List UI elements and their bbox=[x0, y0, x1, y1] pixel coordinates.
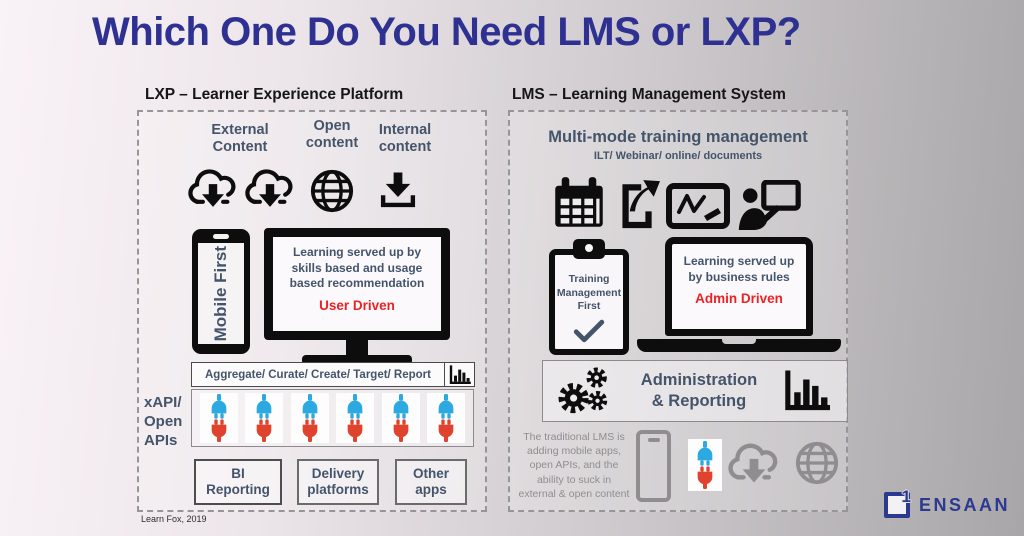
clip-hole bbox=[585, 244, 593, 252]
pipeline-label: Aggregate/ Curate/ Create/ Target/ Repor… bbox=[204, 368, 431, 381]
admin-reporting-label: Administration & Reporting bbox=[640, 371, 758, 410]
presenter-icon bbox=[736, 180, 802, 230]
phone-screen: Mobile First bbox=[198, 243, 244, 344]
api-plug-tile bbox=[336, 393, 375, 443]
mobile-phone-outline-icon bbox=[636, 430, 671, 502]
plug-pair-icon bbox=[249, 394, 279, 442]
api-plug-box bbox=[191, 389, 474, 447]
pipeline-chart-cell bbox=[444, 363, 474, 386]
mobile-first-label: Mobile First bbox=[211, 245, 230, 342]
pipeline-bar: Aggregate/ Curate/ Create/ Target/ Repor… bbox=[191, 362, 475, 387]
monitor-base bbox=[302, 355, 412, 365]
clipboard-graphic: Training Management First bbox=[549, 239, 629, 355]
training-management-label: Training Management First bbox=[556, 273, 622, 313]
monitor-graphic: Learning served up by skills based and u… bbox=[264, 228, 450, 340]
api-plug-tile bbox=[381, 393, 420, 443]
plug-pair-icon bbox=[386, 394, 416, 442]
plug-pair-icon bbox=[431, 394, 461, 442]
calendar-icon bbox=[552, 174, 606, 232]
bar-chart-icon bbox=[448, 364, 472, 386]
monitor-stand bbox=[346, 340, 368, 355]
internal-content-label: Internal content bbox=[378, 122, 432, 155]
api-plug-tile bbox=[199, 393, 238, 443]
plug-pair-icon bbox=[295, 394, 325, 442]
globe-icon bbox=[794, 440, 840, 486]
cloud-download-icon bbox=[243, 167, 297, 213]
external-content-label: External Content bbox=[211, 122, 269, 155]
lxp-screen-text: Learning served up by skills based and u… bbox=[289, 245, 425, 291]
page-title: Which One Do You Need LMS or LXP? bbox=[92, 10, 801, 54]
brand-logo: 1 ENSAAN bbox=[884, 487, 1011, 518]
open-content-label: Open content bbox=[305, 118, 359, 151]
plug-pair-icon bbox=[691, 441, 719, 489]
share-icon bbox=[612, 172, 660, 232]
delivery-platforms-box: Delivery platforms bbox=[297, 459, 379, 505]
laptop-notch bbox=[722, 339, 756, 344]
user-driven-tag: User Driven bbox=[319, 297, 395, 313]
api-plug-tile bbox=[427, 393, 466, 443]
phone-speaker bbox=[647, 438, 660, 442]
plug-pair-icon bbox=[340, 394, 370, 442]
phone-speaker bbox=[213, 234, 229, 239]
cloud-download-icon bbox=[186, 167, 240, 213]
lms-subheading: ILT/ Webinar/ online/ documents bbox=[593, 150, 763, 162]
check-icon bbox=[573, 319, 605, 343]
api-plug-tile bbox=[245, 393, 284, 443]
clipboard-clip bbox=[573, 239, 605, 259]
xapi-label: xAPI/ Open APIs bbox=[144, 394, 183, 449]
laptop-base bbox=[637, 339, 841, 352]
admin-reporting-box: Administration & Reporting bbox=[542, 360, 848, 422]
ensaan-logo-icon: 1 bbox=[884, 487, 911, 518]
api-plug-tile bbox=[688, 439, 722, 491]
admin-driven-tag: Admin Driven bbox=[695, 291, 783, 307]
bi-reporting-box: BI Reporting bbox=[194, 459, 282, 505]
laptop-graphic: Learning served up by business rules Adm… bbox=[665, 237, 813, 336]
logo-digit: 1 bbox=[901, 487, 911, 506]
lxp-panel: External Content Open content Internal c… bbox=[137, 110, 487, 512]
source-note: Learn Fox, 2019 bbox=[141, 514, 207, 524]
download-icon bbox=[377, 169, 419, 211]
lms-panel: Multi-mode training management ILT/ Webi… bbox=[508, 110, 848, 512]
lms-header: LMS – Learning Management System bbox=[512, 86, 786, 103]
lms-note: The traditional LMS is adding mobile app… bbox=[518, 431, 630, 500]
tablet-stylus-icon bbox=[666, 182, 730, 230]
plug-pair-icon bbox=[204, 394, 234, 442]
lms-heading: Multi-mode training management bbox=[548, 128, 808, 146]
gears-icon bbox=[555, 365, 617, 417]
globe-icon bbox=[309, 168, 355, 214]
cloud-download-icon bbox=[726, 442, 782, 488]
lxp-header: LXP – Learner Experience Platform bbox=[145, 86, 404, 103]
api-plug-tile bbox=[290, 393, 329, 443]
brand-name: ENSAAN bbox=[919, 494, 1011, 515]
mobile-phone-graphic: Mobile First bbox=[192, 229, 250, 354]
lms-screen-text: Learning served up by business rules bbox=[683, 254, 795, 284]
bar-chart-icon bbox=[781, 368, 833, 414]
other-apps-box: Other apps bbox=[395, 459, 467, 505]
